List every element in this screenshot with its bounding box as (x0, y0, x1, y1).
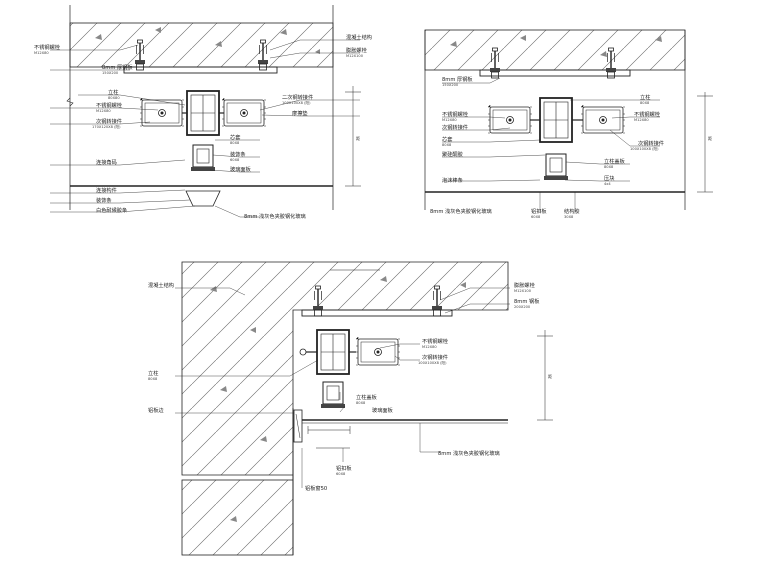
dimension-label: 距 (548, 374, 552, 379)
label-sub: M12X80 (634, 118, 649, 122)
embedded-plate (479, 69, 631, 77)
label: 立柱 (148, 369, 158, 377)
cover-cap-icon (320, 381, 346, 409)
label: 膨胀螺栓 (514, 281, 536, 289)
label-sub: 100X100X8 (阳) (418, 360, 447, 365)
label: 连接角码 (96, 158, 117, 166)
label-sub: 80X8 (230, 141, 240, 145)
label-sub: 80X8 (640, 101, 650, 105)
label: 泡沫棒条 (442, 176, 463, 184)
label-sub: 200X200 (514, 305, 531, 309)
label: 装饰条 (230, 150, 246, 158)
label-sub: 4x4 (604, 182, 611, 186)
label-sub: M12X80 (422, 345, 437, 349)
mullion-section-icon (186, 90, 220, 136)
bracket-plate-icon (221, 97, 267, 127)
label-sub: 150X200 (442, 83, 459, 87)
bracket-plate-icon (355, 336, 401, 366)
label-sub: 100X100X8 (阳) (282, 100, 311, 105)
label: 次钢转接件 (96, 117, 122, 125)
label: 立柱盖板 (356, 393, 378, 401)
label: 铝扣板 (531, 207, 547, 215)
label-sub: M12X80 (442, 118, 457, 122)
label-sub: 60X8 (531, 215, 541, 219)
label: 次钢转接件 (638, 139, 664, 147)
label-sub: 150X200 (102, 71, 119, 75)
label-sub: M12X100 (514, 289, 532, 293)
concrete-slab (424, 29, 686, 71)
label: 立柱 (108, 88, 118, 96)
dimension-label: 距 (708, 136, 712, 141)
label-sub: 80X8 (356, 401, 366, 405)
label: 不锈钢螺栓 (422, 337, 449, 345)
label-sub: M12X80 (34, 51, 49, 55)
label: 8mm 厚钢板 (442, 75, 473, 83)
label-sub: 80X8 (148, 377, 158, 381)
label: 芯套 (442, 135, 453, 143)
label-sub: 30X8 (564, 215, 574, 219)
label: 铝扣板 (336, 464, 352, 472)
label-sub: 80X80 (108, 96, 120, 100)
label-sub: 100X100X8 (阳) (630, 146, 659, 151)
detail-a: 距 不锈钢螺栓 M12X80 8mm 厚钢板 150X200 立柱 (34, 5, 372, 220)
label: 8mm 钢板 (514, 297, 540, 305)
label: 玻璃面板 (372, 406, 394, 414)
label: 膨胀螺栓 (346, 46, 368, 54)
label: 白色耐候胶条 (96, 206, 127, 214)
label: 8mm 厚钢板 (102, 63, 133, 71)
bracket-plate-icon (139, 97, 185, 127)
label-sub: 170X120X8 (阳) (92, 124, 121, 129)
label: 立柱 (640, 93, 650, 101)
label: 摩擦垫 (292, 109, 308, 117)
label: 不锈钢螺栓 (634, 110, 661, 118)
embedded-plate (301, 309, 453, 317)
label-sub: 60X8 (336, 472, 346, 476)
concrete-column (181, 479, 294, 556)
label: 8mm 浅灰色夹胶钢化玻璃 (430, 207, 492, 215)
label: 结构胶 (564, 207, 580, 215)
cover-cap-icon (543, 153, 569, 181)
label: 二次钢转接件 (282, 93, 313, 101)
concrete-slab (69, 22, 334, 68)
bracket-plate-icon (487, 104, 533, 134)
detail-c: 距 混凝土结构 立柱 80X8 铝板边 膨胀螺栓 M12X100 8mm 钢板 … (148, 261, 553, 556)
label: 聚硅酮胶 (442, 150, 463, 158)
mullion-section-icon (316, 329, 350, 375)
mullion-section-icon (539, 97, 573, 143)
label: 铝板边 (148, 406, 164, 414)
label-sub: M12X100 (346, 54, 364, 58)
label: 次钢转接件 (442, 123, 468, 131)
label: 混凝土结构 (346, 33, 372, 41)
dimension-label: 距 (356, 136, 360, 141)
label: 不锈钢螺栓 (442, 110, 469, 118)
label-sub: 60X8 (230, 158, 240, 162)
label: 连接构件 (96, 186, 117, 194)
embedded-plate (123, 66, 278, 74)
label: 立柱盖板 (604, 157, 626, 165)
cover-cap-icon (190, 144, 216, 172)
bracket-plate-icon (580, 104, 626, 134)
label-sub: M12X80 (96, 109, 111, 113)
label: 铝板窗50 (305, 484, 327, 492)
label: 装饰条 (96, 196, 112, 204)
label-sub: 80X8 (604, 165, 614, 169)
concrete-corner (181, 261, 509, 476)
label: 8mm 浅灰色夹胶钢化玻璃 (244, 212, 306, 220)
label: 不锈钢螺栓 (96, 101, 123, 109)
label: 玻璃面板 (230, 165, 252, 173)
label: 次钢转接件 (422, 353, 448, 361)
label: 8mm 浅灰色夹胶钢化玻璃 (438, 449, 500, 457)
label: 压块 (604, 174, 615, 182)
label-sub: 80X8 (442, 143, 452, 147)
label: 芯套 (230, 133, 241, 141)
label: 不锈钢螺栓 (34, 43, 61, 51)
detail-b: 距 8mm 厚钢板 150X200 不锈钢螺栓 M12X80 次钢转接件 芯套 … (424, 29, 713, 219)
label: 混凝土结构 (148, 281, 174, 289)
